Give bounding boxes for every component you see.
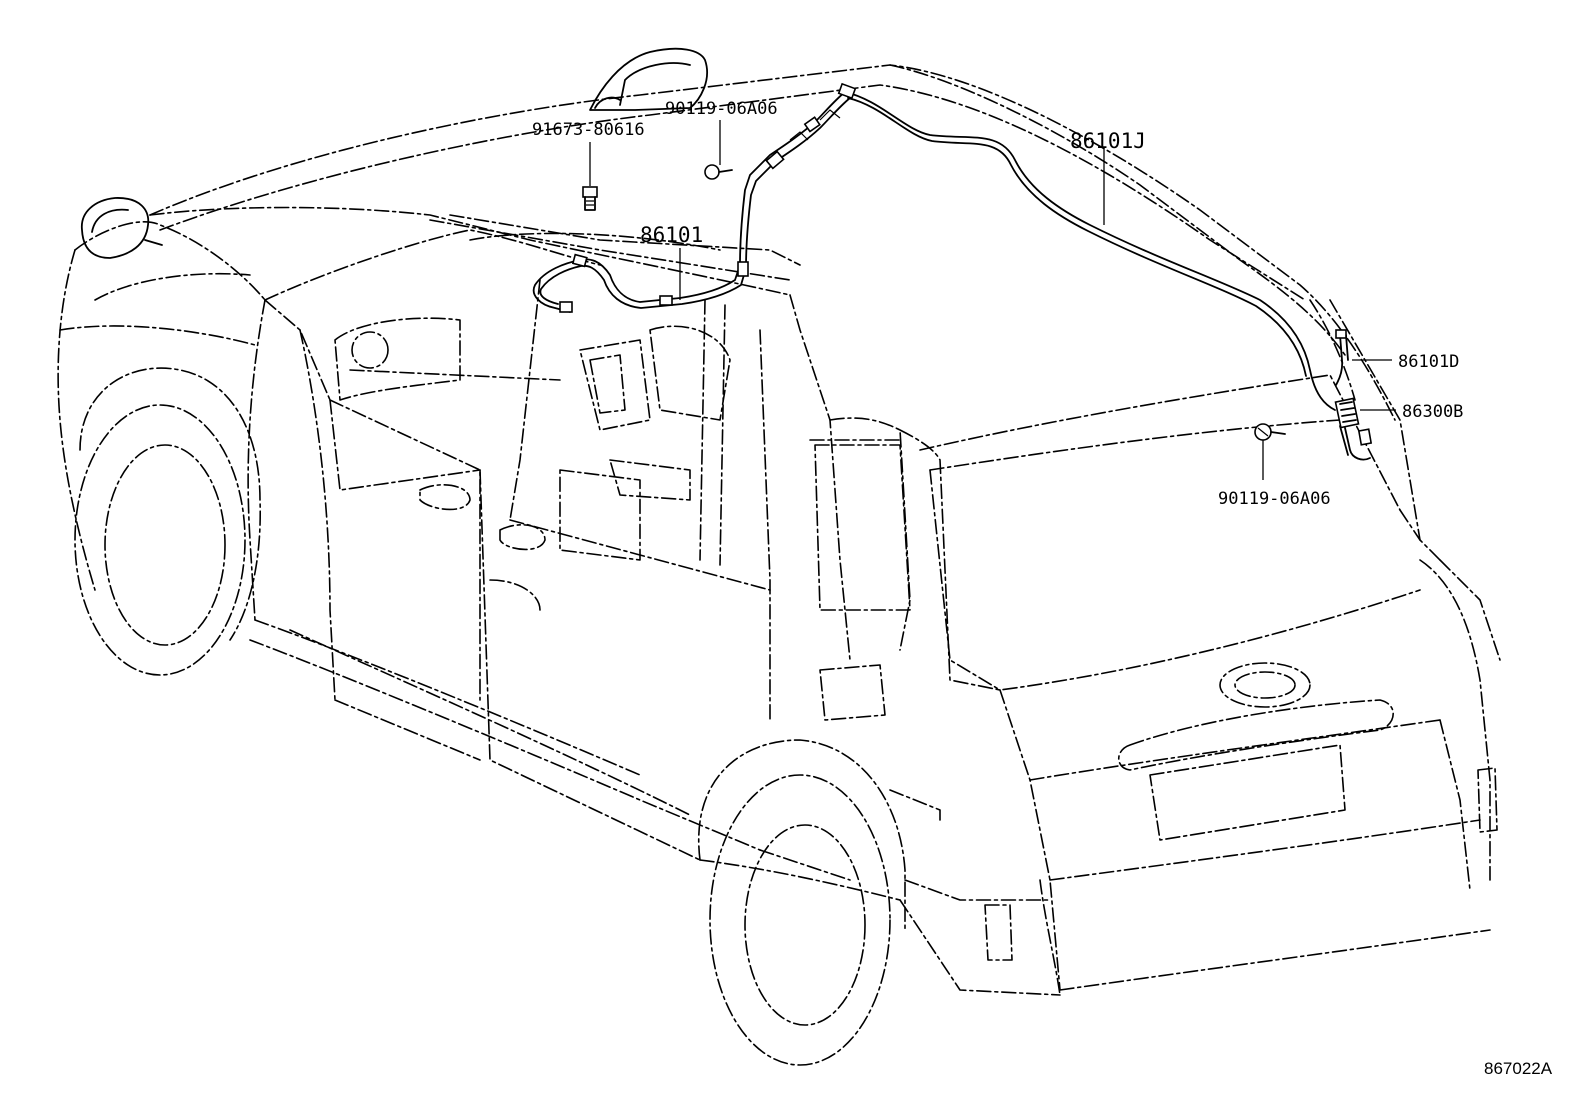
rear-screw (1254, 423, 1286, 441)
label-wire-roof: 86101J (1070, 129, 1146, 153)
label-clip-front: 91673-80616 (532, 120, 645, 140)
vehicle-body-outline (57, 64, 1501, 1066)
side-mirror-left (81, 197, 163, 259)
leader-lines (589, 120, 1396, 480)
side-mirror-right (589, 47, 708, 111)
front-clip (582, 186, 598, 211)
rear-antenna-cord (1335, 329, 1349, 386)
part-labels: 91673-80616 90119-06A06 86101J 86101 861… (532, 99, 1553, 1078)
label-screw-rear: 90119-06A06 (1218, 489, 1331, 509)
label-wire-front: 86101 (640, 223, 703, 247)
label-cord-rear: 86101D (1398, 352, 1459, 372)
label-antenna-amp: 86300B (1402, 402, 1463, 422)
figure-code: 867022A (1484, 1059, 1553, 1078)
label-screw-top: 90119-06A06 (665, 99, 778, 119)
antenna-amplifier (1334, 397, 1373, 461)
top-screw (704, 164, 733, 180)
roof-antenna-wire (844, 91, 1336, 411)
front-antenna-wire (532, 82, 857, 313)
